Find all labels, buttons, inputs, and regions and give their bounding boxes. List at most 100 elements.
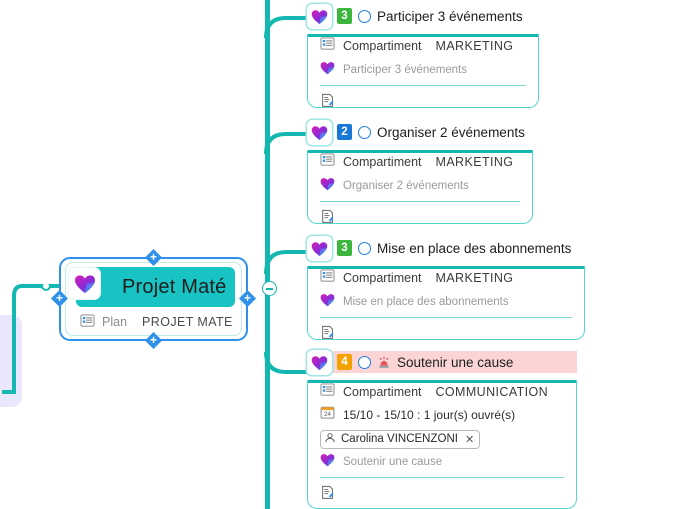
assignee-chip[interactable]: Carolina VINCENZONI ✕ [320,429,481,449]
compartment-row: Compartiment MARKETING [308,266,584,290]
note-row[interactable] [308,318,584,348]
card-divider [320,317,572,319]
calendar-24-icon: 24 [320,405,335,425]
card-subtitle-row: Organiser 2 événements [308,176,532,196]
handle-bottom[interactable]: + [145,332,162,349]
card-subtitle-row: Soutenir une cause [308,452,576,472]
card-divider [320,201,520,203]
compartment-list-icon [320,382,335,402]
handle-right[interactable]: + [239,290,256,307]
card-body: Compartiment MARKETING Participer 3 évén… [307,34,539,108]
card-title: Organiser 2 événements [377,124,525,140]
root-meta-row: Plan PROJET MATE [80,313,233,331]
offscreen-node-placeholder[interactable] [0,315,22,407]
assignee-remove-icon[interactable]: ✕ [464,433,475,446]
task-card-abonnements[interactable]: 3 Mise en place des abonnements Compa [307,236,585,340]
card-subtitle: Participer 3 événements [343,64,468,76]
card-subtitle-row: Mise en place des abonnements [308,292,584,312]
project-heart-logo-icon [69,268,100,299]
card-header[interactable]: 2 Organiser 2 événements [307,120,533,145]
card-top-accent [308,380,576,383]
card-title: Mise en place des abonnements [377,240,572,256]
status-circle-icon[interactable] [358,355,371,369]
priority-badge[interactable]: 2 [337,124,352,140]
card-body: Compartiment COMMUNICATION 24 15/10 - 15… [307,380,577,509]
card-top-accent [308,34,538,37]
assignee-row[interactable]: Carolina VINCENZONI ✕ [308,428,576,450]
card-header[interactable]: 3 Participer 3 événements [307,4,539,29]
compartment-row: Compartiment MARKETING [308,150,532,174]
project-heart-logo-icon [320,61,335,80]
card-subtitle: Mise en place des abonnements [343,296,509,308]
compartment-label: Compartiment [343,39,422,53]
card-header[interactable]: 3 Mise en place des abonnements [307,236,585,261]
root-node[interactable]: Projet Maté [51,249,256,349]
card-subtitle-row: Participer 3 événements [308,60,538,80]
root-meta-value: PROJET MATE [142,315,233,329]
project-heart-logo-icon [307,236,332,261]
card-body: Compartiment MARKETING Organiser 2 événe… [307,150,533,224]
card-subtitle: Soutenir une cause [343,456,443,468]
compartment-value: MARKETING [435,271,514,285]
status-circle-icon[interactable] [358,125,371,139]
collapse-minus-icon[interactable] [262,281,277,296]
note-edit-icon[interactable] [320,485,336,506]
note-row[interactable] [308,86,538,116]
handle-top[interactable]: + [145,249,162,266]
root-title: Projet Maté [122,275,227,298]
svg-text:24: 24 [324,412,331,418]
note-row[interactable] [308,202,532,232]
note-row[interactable] [308,478,576,508]
branch-connector-4 [264,350,314,376]
project-heart-logo-icon [320,293,335,312]
branch-connector-1 [264,14,314,40]
project-heart-logo-icon [320,453,335,472]
card-divider [320,85,526,87]
priority-badge[interactable]: 4 [337,354,352,370]
compartment-list-icon [320,36,335,56]
status-circle-icon[interactable] [358,241,371,255]
card-title: Participer 3 événements [377,8,523,24]
card-header[interactable]: 4 Soutenir une cause [307,350,577,375]
compartment-value: MARKETING [435,155,514,169]
compartment-label: Compartiment [343,385,422,399]
project-heart-logo-icon [307,350,332,375]
date-row[interactable]: 24 15/10 - 15/10 : 1 jour(s) ouvré(s) [308,405,576,425]
task-card-soutenir[interactable]: 4 Soutenir une cause [307,350,577,509]
card-body: Compartiment MARKETING Mise en place des… [307,266,585,340]
project-heart-logo-icon [320,177,335,196]
handle-left[interactable]: + [51,290,68,307]
branch-connector-3 [264,246,314,276]
compartment-list-icon [320,268,335,288]
compartment-label: Compartiment [343,271,422,285]
compartment-value: MARKETING [435,39,514,53]
card-top-accent [308,150,532,153]
compartment-row: Compartiment COMMUNICATION [308,380,576,404]
plan-list-icon [80,313,95,331]
card-top-accent [308,266,584,269]
note-edit-icon[interactable] [320,325,336,346]
project-heart-logo-icon [307,4,332,29]
card-subtitle: Organiser 2 événements [343,180,469,192]
trunk-line [265,0,270,509]
priority-badge[interactable]: 3 [337,8,352,24]
priority-badge[interactable]: 3 [337,240,352,256]
alarm-siren-icon [377,356,391,369]
note-edit-icon[interactable] [320,93,336,114]
card-title: Soutenir une cause [397,354,514,370]
task-card-organiser[interactable]: 2 Organiser 2 événements Compartiment [307,120,533,224]
card-divider [320,477,564,479]
root-meta-label: Plan [102,315,128,329]
status-circle-icon[interactable] [358,9,371,23]
date-range: 15/10 - 15/10 : 1 jour(s) ouvré(s) [343,408,516,422]
task-card-participer[interactable]: 3 Participer 3 événements Compartimen [307,4,539,108]
compartment-value: COMMUNICATION [435,385,549,399]
root-title-bar[interactable]: Projet Maté [76,267,235,307]
compartment-row: Compartiment MARKETING [308,34,538,58]
compartment-label: Compartiment [343,155,422,169]
root-node-inner: Projet Maté [65,262,242,336]
project-heart-logo-icon [307,120,332,145]
assignee-name: Carolina VINCENZONI [341,433,458,445]
note-edit-icon[interactable] [320,209,336,230]
